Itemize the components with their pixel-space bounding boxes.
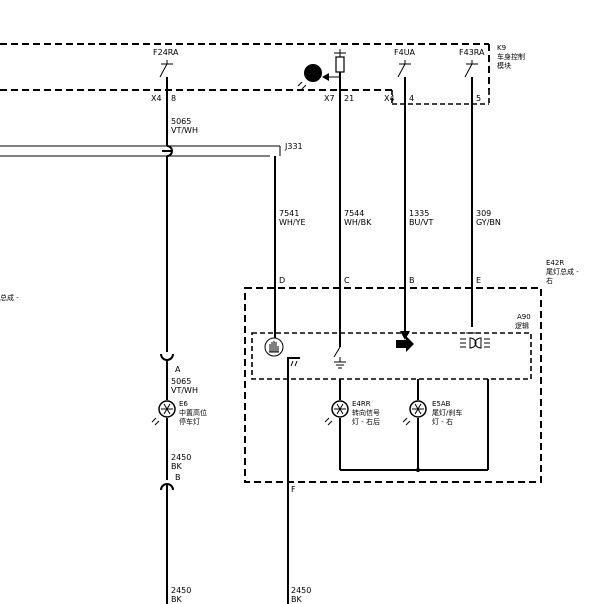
- switch-f24ra: F24RA: [153, 48, 179, 90]
- wire-1335-num: 1335: [409, 209, 429, 218]
- conn-f: F: [291, 485, 296, 494]
- lamp-e4rr: E4RR 转向信号 灯 - 右后: [324, 400, 380, 426]
- wire-309-color: GY/BN: [476, 218, 501, 227]
- pin-5: 5: [476, 94, 481, 103]
- lamp-e4rr-id: E4RR: [352, 400, 371, 408]
- wire-7541-num: 7541: [279, 209, 299, 218]
- logic-id: A90: [517, 313, 531, 321]
- wire-309: 309 GY/BN: [466, 90, 501, 334]
- switch-f43ra: F43RA: [459, 48, 485, 90]
- wire-2450-e6: 2450 BK B 2450 BK: [160, 418, 191, 604]
- wire-7541-color: WH/YE: [279, 218, 306, 227]
- bcm-name-1: 车身控制: [497, 52, 525, 61]
- resistor-input: [297, 49, 346, 90]
- lamp-e4rr-line2: 灯 - 右后: [352, 417, 380, 426]
- hand-icon: [264, 337, 284, 357]
- logic-box: A90 逻辑: [251, 313, 532, 380]
- conn-b: B: [409, 276, 415, 285]
- lamp-e5ab-id: E5AB: [432, 400, 451, 408]
- lamp-e5ab-line2: 灯 - 右: [432, 417, 453, 426]
- switch-f4ua-label: F4UA: [394, 48, 416, 57]
- splice-label: J331: [284, 142, 303, 151]
- pin-8: 8: [171, 94, 176, 103]
- lamp-e6: E6 中置高位 停车灯: [151, 400, 207, 426]
- tail-lamp-symbol-icon: [460, 337, 490, 349]
- wire-7544-color: WH/BK: [344, 218, 372, 227]
- connector-a: A 5065 VT/WH: [160, 353, 198, 400]
- lamp-e6-line1: 中置高位: [179, 408, 207, 417]
- lamp-e6-line2: 停车灯: [179, 417, 200, 426]
- pin-4: 4: [409, 94, 414, 103]
- wire-5065-num: 5065: [171, 117, 191, 126]
- conn-b2-label: B: [175, 473, 181, 482]
- pin-21: 21: [344, 94, 354, 103]
- wire-7544: 7544 WH/BK: [339, 90, 372, 347]
- conn-c: C: [344, 276, 350, 285]
- bcm-name-2: 模块: [497, 61, 511, 70]
- tail-lamp-name-2: 右: [546, 276, 553, 285]
- pin-x4-b: X4: [384, 94, 395, 103]
- turn-arrow-icon: [396, 336, 414, 352]
- wire-5065-e6-color: VT/WH: [171, 386, 198, 395]
- lamp-output-wiring: [339, 379, 489, 472]
- wire-2450-left-num: 2450: [171, 586, 191, 595]
- bcm-id: K9: [497, 44, 506, 52]
- conn-e: E: [476, 276, 481, 285]
- logic-name: 逻辑: [515, 321, 529, 330]
- wire-7544-num: 7544: [344, 209, 364, 218]
- pin-x7: X7: [324, 94, 335, 103]
- wire-5065-e6-num: 5065: [171, 377, 191, 386]
- wire-1335-color: BU/VT: [409, 218, 434, 227]
- wire-2450-right-num: 2450: [291, 586, 311, 595]
- lamp-e5ab-line1: 尾灯/刹车: [432, 408, 462, 417]
- wire-7541: 7541 WH/YE: [274, 156, 306, 340]
- switch-f43ra-label: F43RA: [459, 48, 485, 57]
- switch-f24ra-label: F24RA: [153, 48, 179, 57]
- bcm-module-box: K9 车身控制 模块: [0, 43, 525, 105]
- left-cut-label: 总成 -: [0, 293, 19, 302]
- lamp-e6-id: E6: [179, 400, 188, 408]
- wire-5065-color: VT/WH: [171, 126, 198, 135]
- wire-1335: 1335 BU/VT: [400, 90, 434, 340]
- conn-a-label: A: [175, 365, 181, 374]
- tail-lamp-name-1: 尾灯总成 -: [546, 267, 579, 276]
- wire-2450-right-color: BK: [291, 595, 302, 604]
- indicator-dot-icon: [304, 64, 322, 82]
- lamp-e4rr-line1: 转向信号: [352, 408, 380, 417]
- ground-icon: [333, 346, 346, 369]
- conn-d: D: [279, 276, 285, 285]
- tail-lamp-assembly-box: E42R 尾灯总成 - 右 总成 -: [0, 259, 579, 483]
- lamp-e5ab: E5AB 尾灯/刹车 灯 - 右: [402, 400, 462, 426]
- wire-309-num: 309: [476, 209, 491, 218]
- internal-ground: F 2450 BK: [287, 357, 311, 604]
- pin-x4-a: X4: [151, 94, 162, 103]
- wire-2450-e6-num: 2450: [171, 453, 191, 462]
- wire-5065: 5065 VT/WH: [166, 90, 198, 352]
- switch-f4ua: F4UA: [394, 48, 416, 90]
- splice-j331: J331: [0, 142, 303, 157]
- wire-2450-e6-color: BK: [171, 462, 182, 471]
- wire-2450-left-color: BK: [171, 595, 182, 604]
- tail-lamp-id: E42R: [546, 259, 564, 267]
